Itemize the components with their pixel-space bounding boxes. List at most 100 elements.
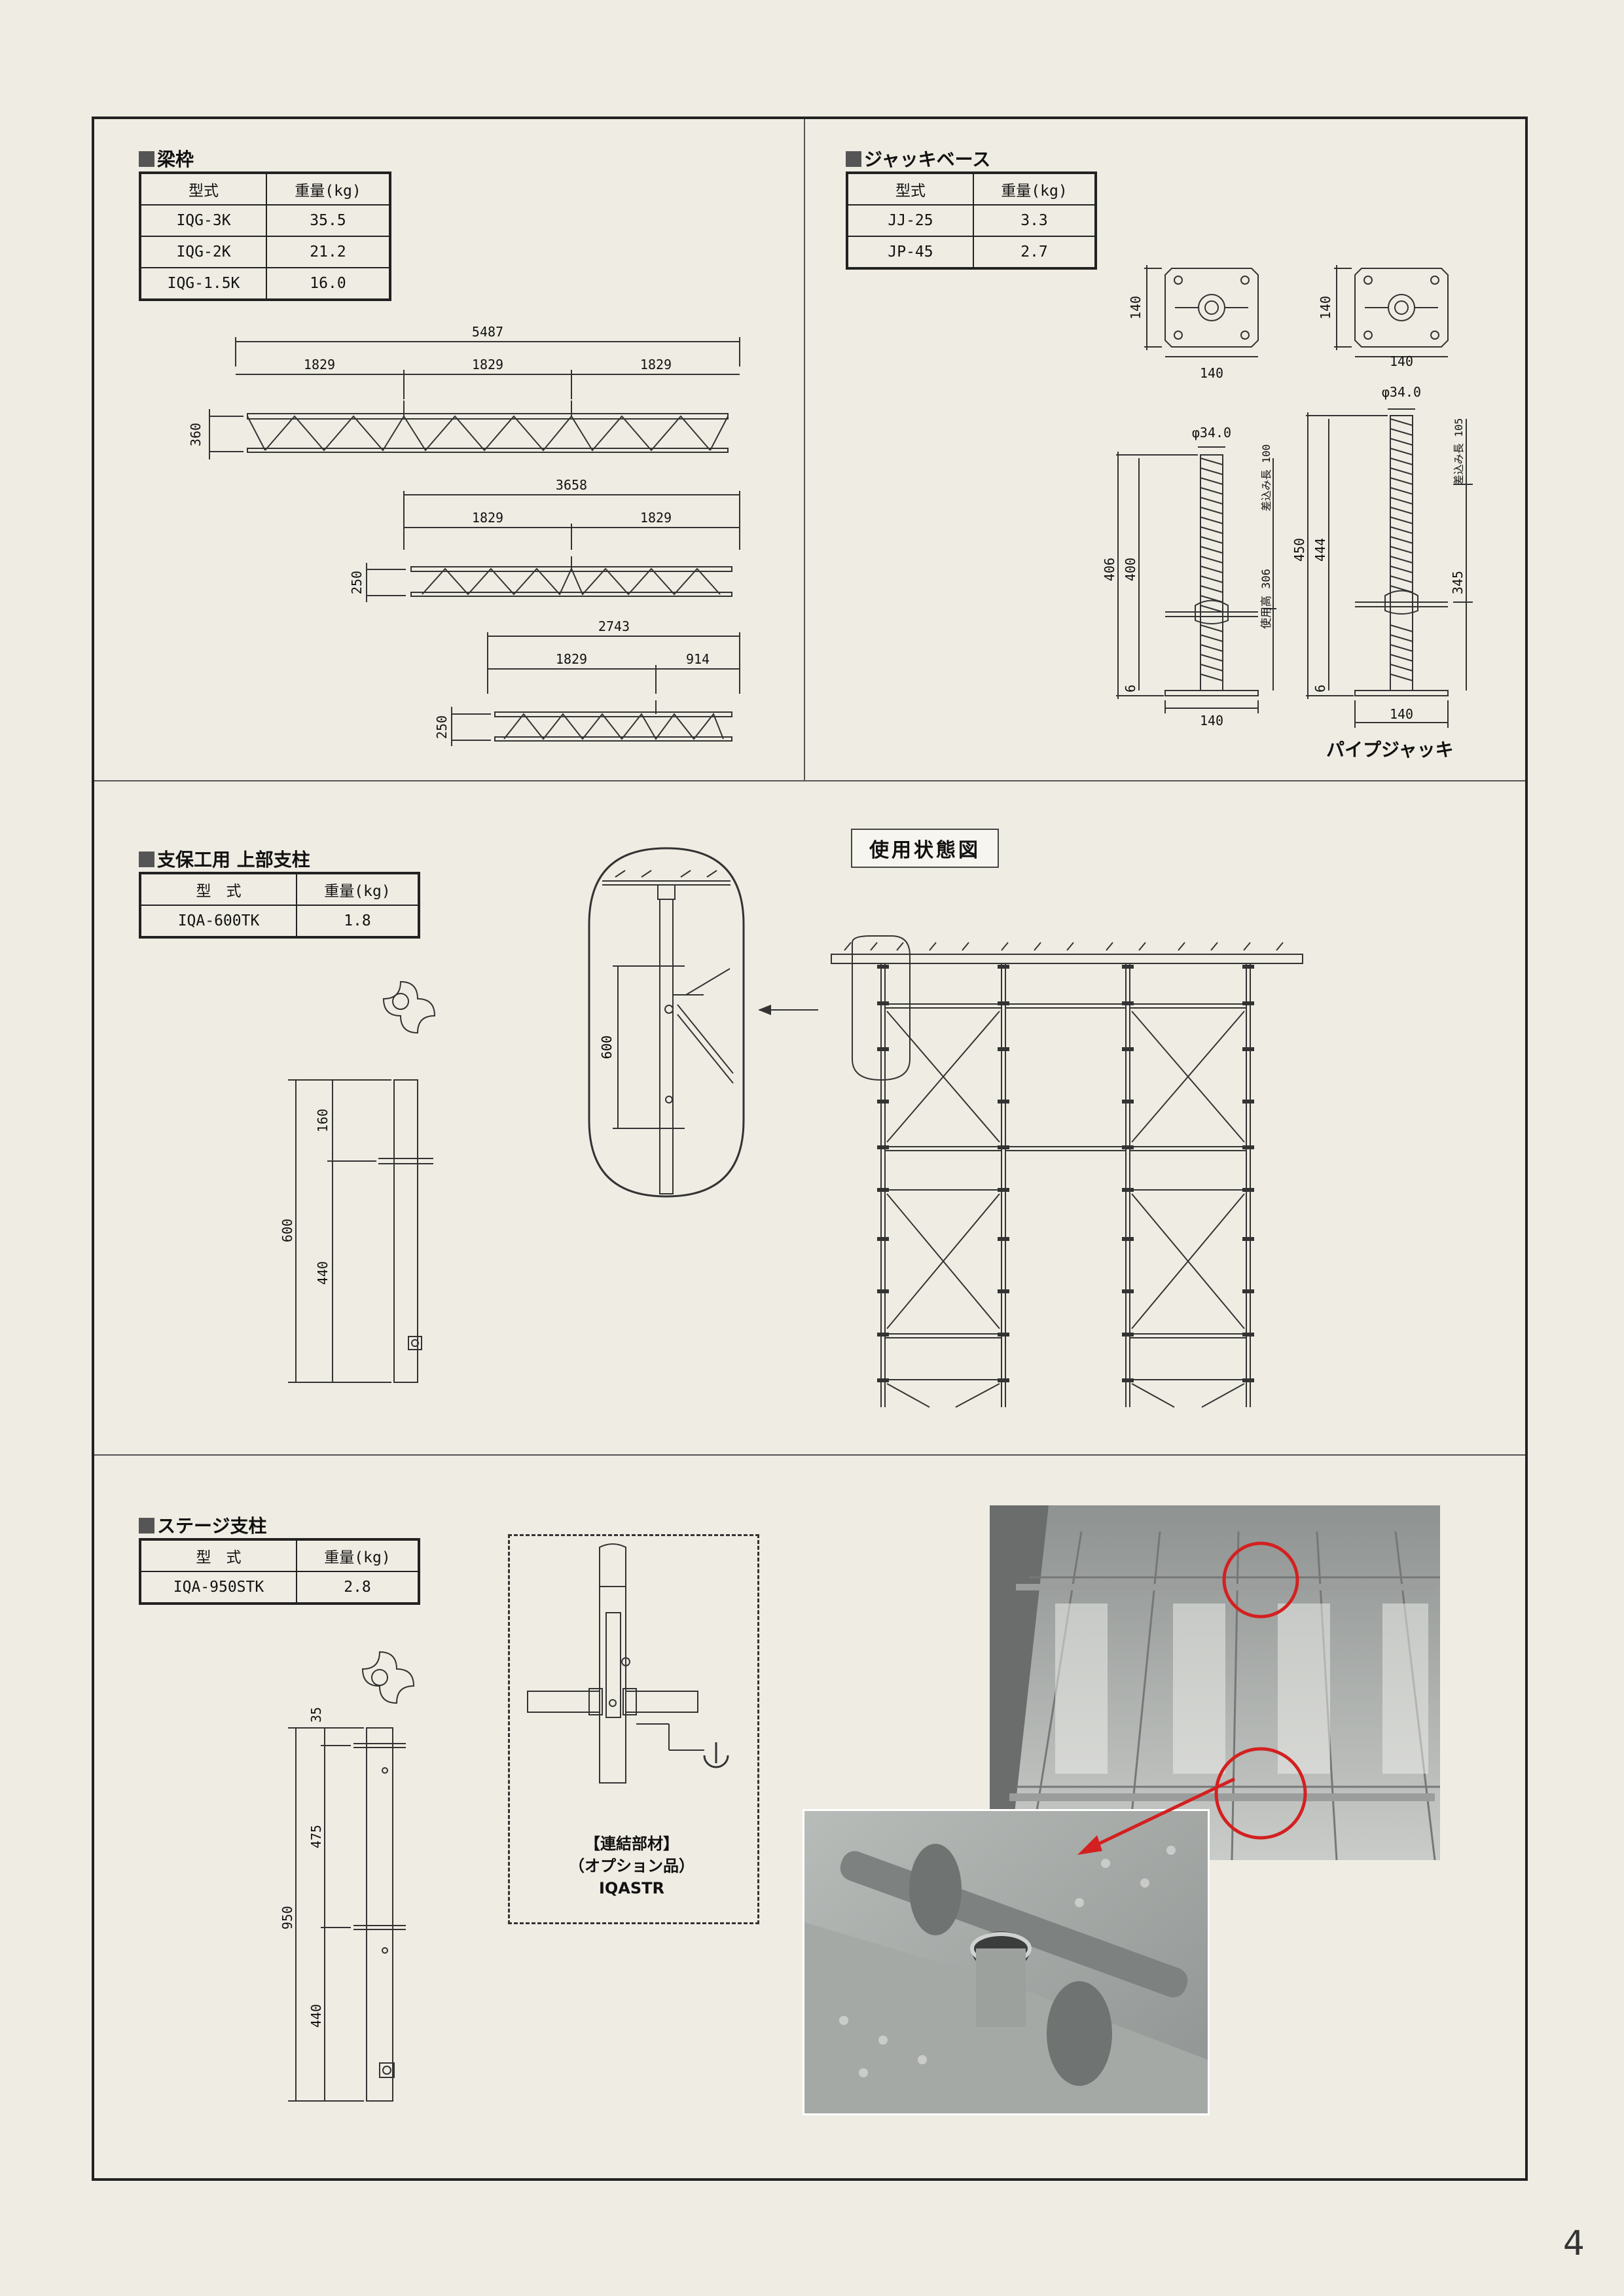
- table-cell: IQG-3K: [139, 204, 267, 237]
- dim-label: 140: [1200, 365, 1223, 381]
- dim-label: 2743: [598, 619, 630, 634]
- dim-label: 444: [1312, 538, 1328, 562]
- table-cell: 35.5: [266, 204, 391, 237]
- dim-label: 400: [1123, 558, 1138, 581]
- beam-section-title: 梁枠: [139, 145, 194, 171]
- dim-label: 1829: [472, 357, 503, 372]
- table-header-row: 型式 重量(kg): [846, 172, 1096, 206]
- dim-label: 914: [686, 651, 710, 667]
- dim-label: 250: [434, 715, 450, 739]
- dim-label: 140: [1390, 353, 1413, 369]
- dim-label: 600: [599, 1035, 615, 1059]
- connector-label: 【連結部材】 （オプション品） IQASTR: [508, 1833, 755, 1899]
- highlight-circle: [1222, 1541, 1299, 1619]
- dim-label: 1829: [304, 357, 335, 372]
- stage-post-section-title: ステージ支柱: [139, 1512, 266, 1538]
- connector-drawing: [527, 1543, 729, 1784]
- table-cell: 3.3: [973, 204, 1096, 237]
- dim-label: 1829: [640, 510, 672, 526]
- table-header: 重量(kg): [973, 172, 1096, 206]
- dim-label: 140: [1128, 296, 1144, 319]
- table-cell: 21.2: [266, 236, 391, 268]
- dim-label: 950: [280, 1906, 295, 1929]
- dim-label: 5487: [472, 324, 503, 340]
- table-header: 重量(kg): [296, 872, 420, 906]
- pointer-arrow: [1077, 1777, 1236, 1855]
- table-cell: IQA-600TK: [139, 905, 297, 938]
- dim-label: 差込み長 100: [1260, 444, 1272, 512]
- divider-top: [94, 780, 1525, 781]
- dim-label: 140: [1390, 706, 1413, 722]
- dim-label: 250: [349, 571, 365, 594]
- square-bullet-icon: [139, 1518, 154, 1534]
- connector-option-box: [508, 1534, 759, 1924]
- dim-label: 1829: [640, 357, 672, 372]
- jack-drawings: 140 140 140 140 φ34.0 φ34.0 406 400 6 14…: [1102, 265, 1473, 728]
- usage-diagram: [831, 935, 1303, 1408]
- table-cell: JP-45: [846, 236, 974, 269]
- table-header: 型式: [846, 172, 974, 206]
- dim-label: 406: [1102, 558, 1117, 581]
- dim-label: 345: [1450, 571, 1466, 594]
- beam-drawings: 5487 1829 1829 1829 3658 1829 1829 2743 …: [188, 324, 740, 746]
- dim-label: 475: [308, 1825, 324, 1848]
- upper-post-section-title: 支保工用 上部支柱: [139, 846, 310, 872]
- dim-label: 使用高 306: [1259, 569, 1273, 629]
- divider-vertical: [804, 119, 805, 780]
- dim-label: 1829: [556, 651, 587, 667]
- square-bullet-icon: [846, 151, 861, 167]
- usage-diagram-label: 使用状態図: [851, 829, 999, 868]
- connector-label-line3: IQASTR: [598, 1879, 665, 1897]
- table-cell: IQA-950STK: [139, 1571, 297, 1604]
- table-header: 重量(kg): [266, 172, 391, 206]
- divider-middle: [94, 1454, 1525, 1456]
- dim-label: 3658: [556, 477, 587, 493]
- connector-label-line1: 【連結部材】: [585, 1835, 679, 1853]
- jack-section-title: ジャッキベース: [846, 145, 990, 171]
- table-cell: IQG-1.5K: [139, 267, 267, 300]
- table-header: 型式: [139, 172, 267, 206]
- pipe-jack-caption: パイプジャッキ: [1326, 739, 1454, 761]
- table-header-row: 型 式 重量(kg): [139, 872, 420, 906]
- table-cell: JJ-25: [846, 204, 974, 237]
- dim-label: 440: [308, 2004, 324, 2028]
- table-header: 重量(kg): [296, 1539, 420, 1572]
- connector-closeup-photo: [803, 1809, 1210, 2115]
- dim-label: 140: [1200, 713, 1223, 728]
- dim-label: 1829: [472, 510, 503, 526]
- page-number: 4: [1562, 2224, 1585, 2263]
- table-cell: IQG-2K: [139, 236, 267, 268]
- stage-post-drawing: 950 35 475 440: [280, 1651, 415, 2102]
- table-header: 型 式: [139, 872, 297, 906]
- dim-label: 450: [1291, 538, 1307, 562]
- table-header-row: 型式 重量(kg): [139, 172, 391, 206]
- table-header-row: 型 式 重量(kg): [139, 1539, 420, 1572]
- dim-label: φ34.0: [1382, 384, 1421, 400]
- dim-label: 6: [1312, 685, 1328, 692]
- dim-label: 440: [315, 1261, 331, 1285]
- dim-label: 140: [1318, 296, 1333, 319]
- dim-label: 600: [280, 1219, 295, 1242]
- stage-deck-photo: [990, 1505, 1440, 1860]
- square-bullet-icon: [139, 852, 154, 867]
- dim-label: 差込み長 105: [1453, 418, 1465, 486]
- table-cell: 1.8: [296, 905, 420, 938]
- table-cell: 16.0: [266, 267, 391, 300]
- square-bullet-icon: [139, 151, 154, 167]
- connector-label-line2: （オプション品）: [569, 1857, 695, 1875]
- dim-label: 360: [188, 423, 204, 446]
- highlight-circle: [1214, 1747, 1307, 1840]
- page-frame: [92, 117, 1528, 2181]
- dim-label: 6: [1123, 685, 1138, 692]
- table-header: 型 式: [139, 1539, 297, 1572]
